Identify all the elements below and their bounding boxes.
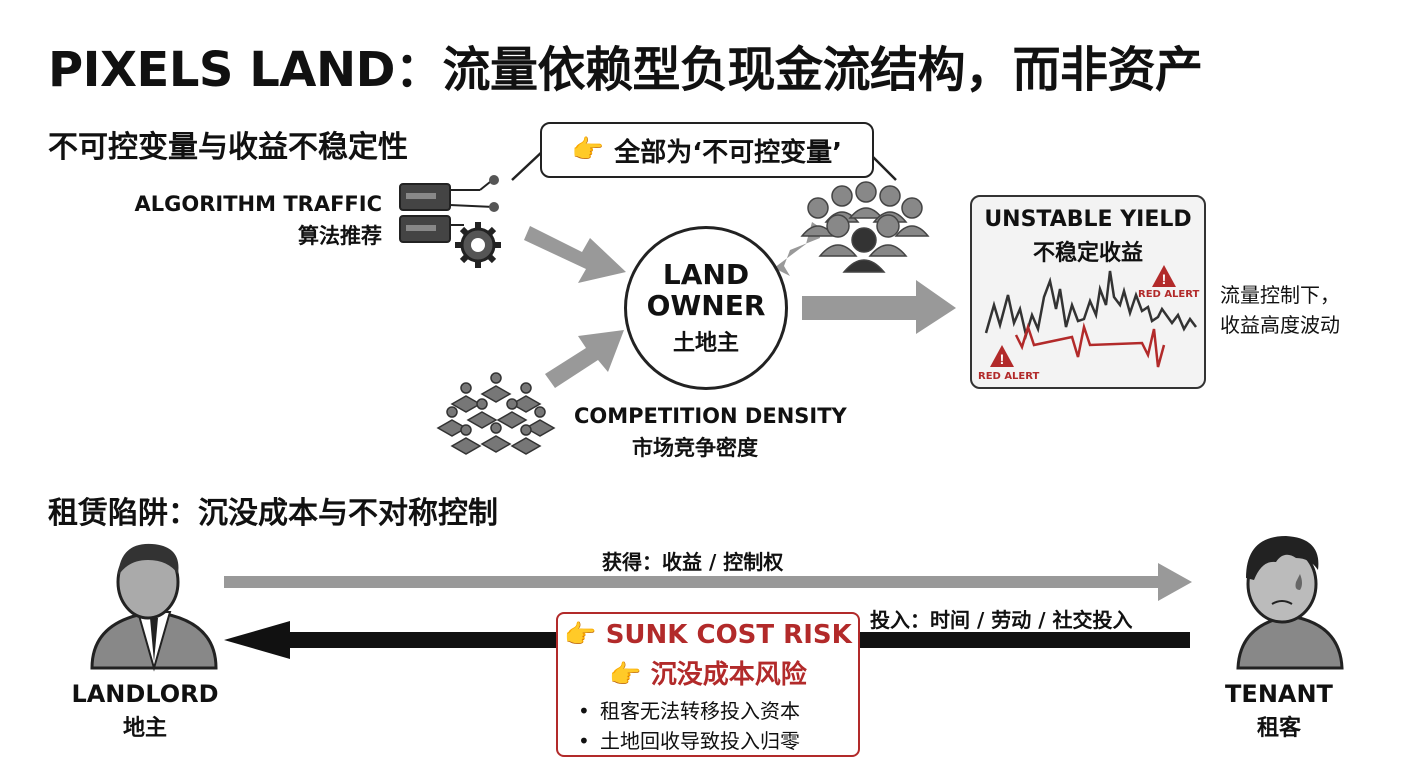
landlord-figure-icon [90,543,218,672]
list-item: 土地回收导致投入归零 [578,726,800,756]
red-alert-label-2: RED ALERT [978,371,1040,382]
unstable-yield-panel: UNSTABLE YIELD 不稳定收益 ! ! RED ALERT RED A… [970,195,1206,389]
page-title: PIXELS LAND：流量依赖型负现金流结构，而非资产 [48,42,1203,98]
arrow-competition-to-owner [545,330,624,388]
landlord-cn-label: 地主 [122,716,167,741]
algorithm-traffic-label: ALGORITHM TRAFFIC [134,192,382,216]
red-alert-icon: ! [990,345,1014,367]
pointing-hand-icon: 👉 [564,620,597,650]
gain-arrow-label: 获得：收益 / 控制权 [602,550,784,574]
callout-text: 全部为‘不可控变量’ [614,137,843,168]
risk-title-cn-row: 👉 沉没成本风险 [558,654,858,691]
side-note-line2: 收益高度波动 [1220,313,1340,337]
risk-title-cn: 沉没成本风险 [650,660,807,690]
crowd-icon [800,181,930,273]
algorithm-traffic-cn-label: 算法推荐 [298,224,382,248]
uncontrollable-variables-callout: 👉 全部为‘不可控变量’ [540,122,874,178]
svg-text:!: ! [1162,271,1167,287]
arrow-algorithm-to-owner [524,226,626,283]
competition-density-label: COMPETITION DENSITY [574,404,847,428]
list-item: 租客无法转移投入资本 [578,696,800,726]
arrow-owner-to-yield [802,280,956,334]
side-note-line1: 流量控制下， [1220,283,1340,307]
risk-list: 租客无法转移投入资本 土地回收导致投入归零 [578,696,800,756]
volatile-yield-line: ! ! [984,265,1197,368]
risk-title-en: SUNK COST RISK [605,620,852,650]
red-alert-label-1: RED ALERT [1138,289,1200,300]
competition-density-cn-label: 市场竞争密度 [632,436,758,460]
arrow-gain-to-landlord [224,563,1192,601]
section2-heading: 租赁陷阱：沉没成本与不对称控制 [48,496,498,531]
owner-label-line1: LAND [662,258,750,291]
risk-title-en-row: 👉 SUNK COST RISK [558,620,858,650]
owner-cn-label: 土地主 [672,331,739,356]
tenant-cn-label: 租客 [1256,716,1301,741]
tenant-figure-icon [1236,536,1344,670]
server-gear-icon [399,175,501,268]
competition-cluster-icon [436,372,556,455]
red-alert-icon: ! [1152,265,1176,287]
section1-heading: 不可控变量与收益不稳定性 [48,130,408,165]
yield-title-cn: 不稳定收益 [1032,241,1143,266]
input-arrow-label: 投入：时间 / 劳动 / 社交投入 [870,608,1133,632]
yield-title-en: UNSTABLE YIELD [984,207,1192,232]
tenant-label: TENANT [1225,680,1333,708]
pointing-hand-icon: 👉 [571,135,605,165]
owner-label-line2: OWNER [646,289,766,322]
svg-text:!: ! [1000,351,1005,367]
sunk-cost-risk-box: 👉 SUNK COST RISK 👉 沉没成本风险 租客无法转移投入资本 土地回… [556,612,860,757]
callout-pointer-left [511,149,545,181]
land-owner-node: LAND OWNER 土地主 [624,226,788,390]
landlord-label: LANDLORD [71,680,219,708]
pointing-hand-icon: 👉 [609,660,642,690]
